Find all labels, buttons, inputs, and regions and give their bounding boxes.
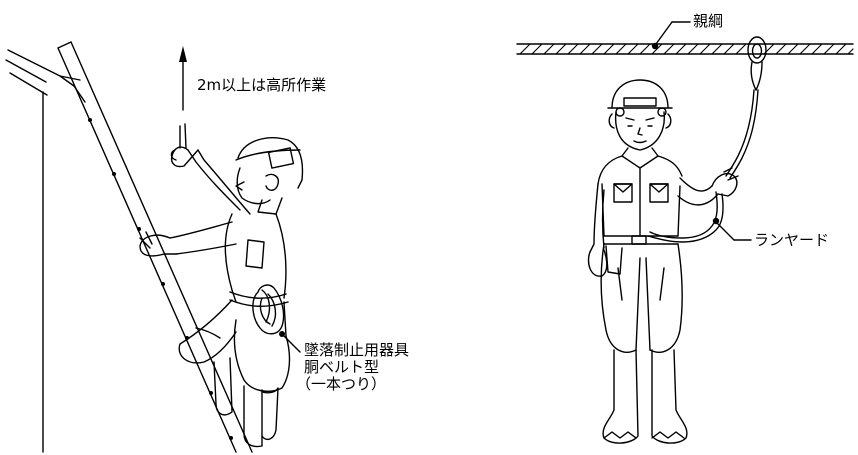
harness-label-line3: （一本つり） (296, 375, 387, 393)
harness-label: 墜落制止用器具 胴ベルト型 （一本つり） (296, 341, 410, 393)
ladder (57, 41, 253, 453)
standing-worker (587, 79, 739, 444)
lanyard (647, 89, 759, 243)
harness-label-line2: 胴ベルト型 (304, 358, 380, 376)
lifeline-label: 親綱 (693, 12, 724, 30)
harness-label-line1: 墜落制止用器具 (304, 341, 410, 359)
building-wall (5, 49, 86, 453)
climbing-worker (139, 123, 304, 448)
lifeline-rope (516, 21, 854, 55)
ladder-rungs (88, 118, 233, 440)
lanyard-label: ランヤード (754, 231, 830, 249)
snap-hook (747, 36, 767, 91)
height-rule-label: 2m以上は高所作業 (197, 76, 327, 94)
height-arrow (179, 46, 187, 111)
rope-twist (519, 43, 854, 55)
